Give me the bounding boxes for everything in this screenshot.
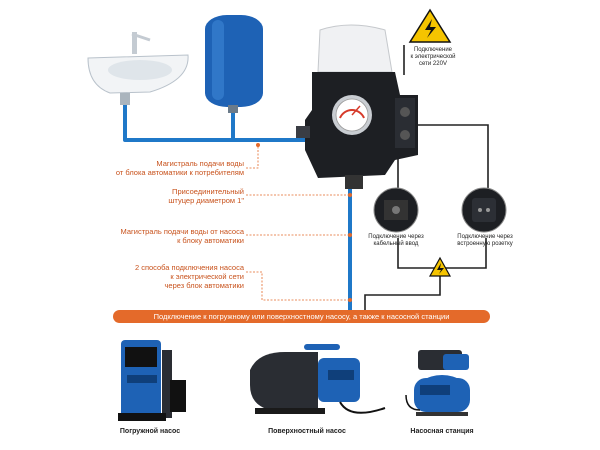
high-voltage-warning-icon	[408, 8, 452, 43]
cable-entry-detail	[373, 187, 419, 233]
leader-dots	[256, 143, 352, 302]
label-built-in-socket: Подключение через встроенную розетку	[457, 234, 513, 248]
label-supply-from-pump: Магистраль подачи воды от насоса к блоку…	[120, 227, 244, 245]
pressure-gauge-icon	[332, 95, 372, 135]
sink-icon	[87, 32, 189, 105]
connection-banner: Подключение к погружному или поверхностн…	[113, 310, 490, 323]
caption-submersible-pump: Погружной насос	[119, 428, 181, 435]
surface-pump-icon	[250, 344, 386, 414]
caption-surface-pump: Поверхностный насос	[268, 428, 346, 435]
expansion-tank-icon	[205, 15, 263, 113]
label-cable-entry: Подключение через кабельный ввод	[368, 234, 424, 248]
water-pipes	[123, 103, 352, 312]
label-connector: Присоединительный штуцер диаметром 1"	[168, 187, 244, 205]
label-two-ways: 2 способа подключения насоса к электриче…	[134, 263, 244, 290]
built-in-socket-detail	[461, 187, 507, 233]
pumping-station-icon	[405, 350, 470, 416]
submersible-pump-icon	[118, 340, 186, 421]
label-supply-to-consumers: Магистраль подачи воды от блока автомати…	[115, 159, 244, 177]
small-warning-icon	[428, 256, 452, 277]
label-mains: Подключение к электрической сети 220V	[410, 47, 456, 68]
leader-lines	[246, 145, 350, 301]
caption-pumping-station: Насосная станция	[410, 428, 474, 435]
